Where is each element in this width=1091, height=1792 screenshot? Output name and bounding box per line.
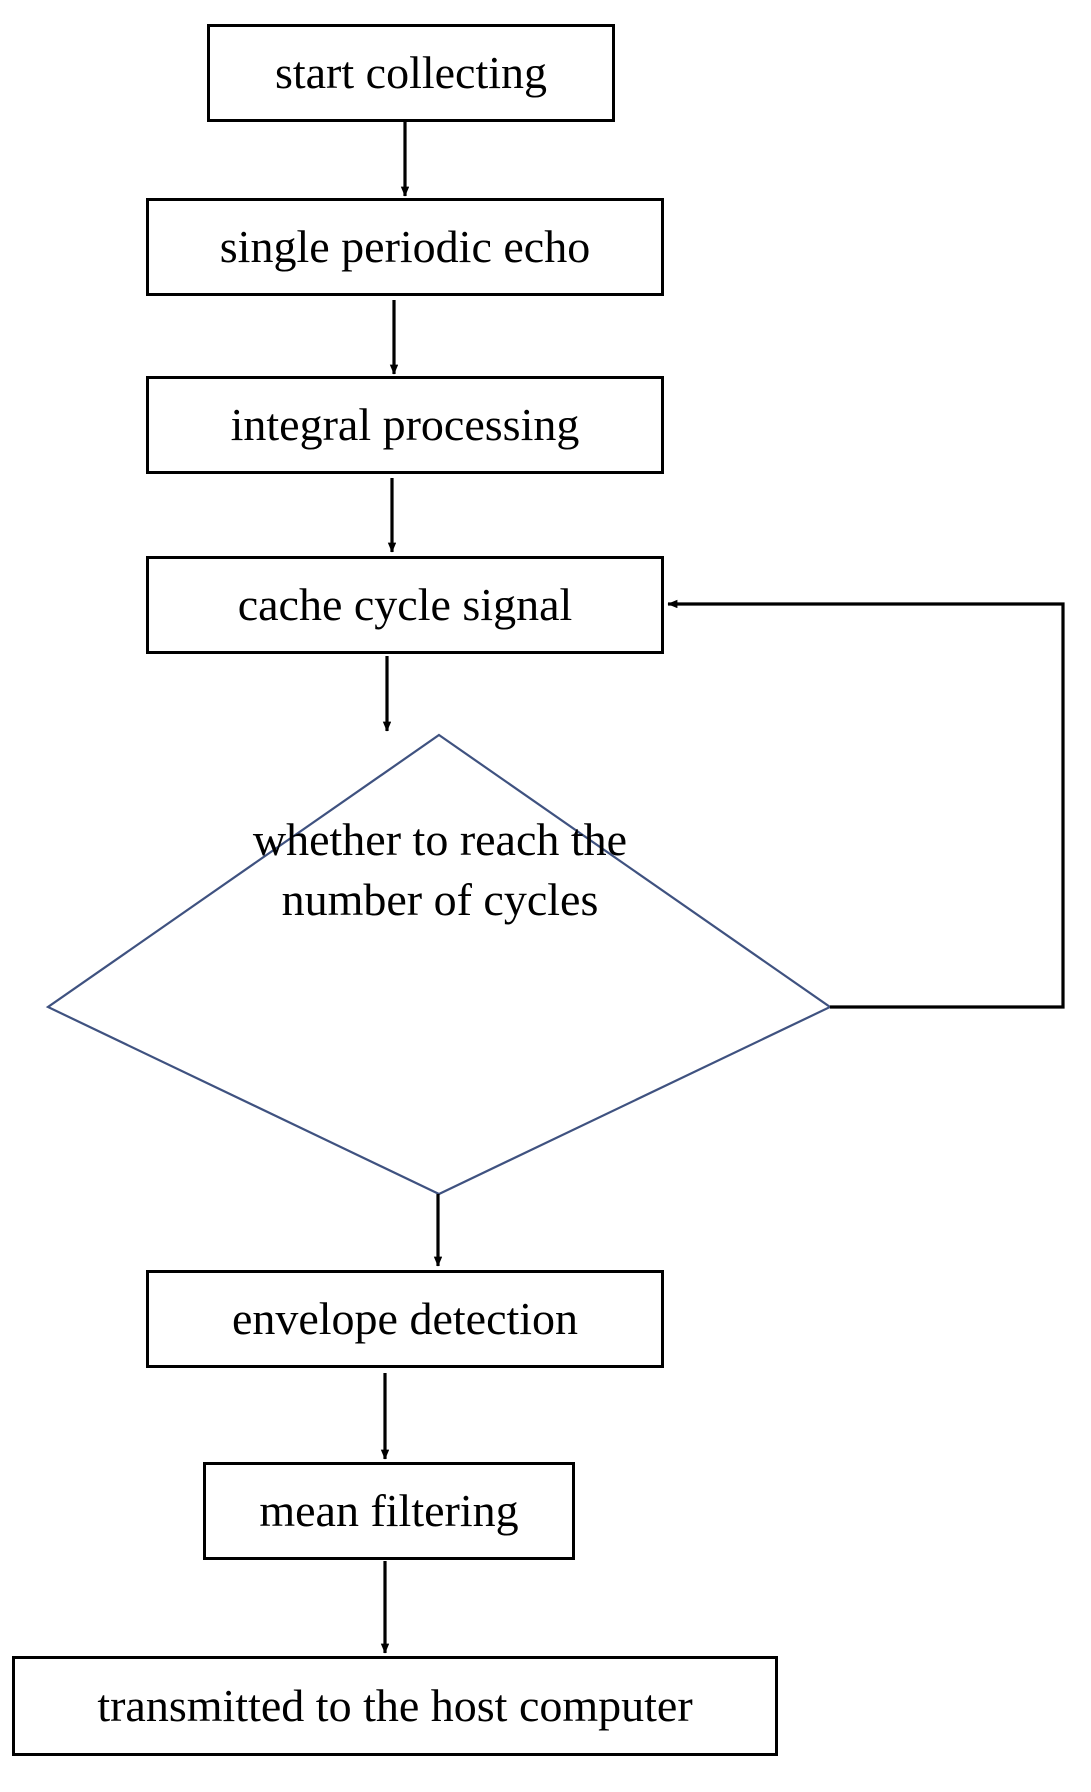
node-integral-processing[interactable]: integral processing <box>146 376 664 474</box>
node-cache-cycle-signal[interactable]: cache cycle signal <box>146 556 664 654</box>
node-transmitted-to-the-host-computer[interactable]: transmitted to the host computer <box>12 1656 778 1756</box>
node-single-periodic-echo[interactable]: single periodic echo <box>146 198 664 296</box>
edge-decision-loop-back <box>667 599 1065 1009</box>
node-start-collecting[interactable]: start collecting <box>207 24 615 122</box>
node-envelope-detection[interactable]: envelope detection <box>146 1270 664 1368</box>
node-mean-filtering[interactable]: mean filtering <box>203 1462 575 1560</box>
